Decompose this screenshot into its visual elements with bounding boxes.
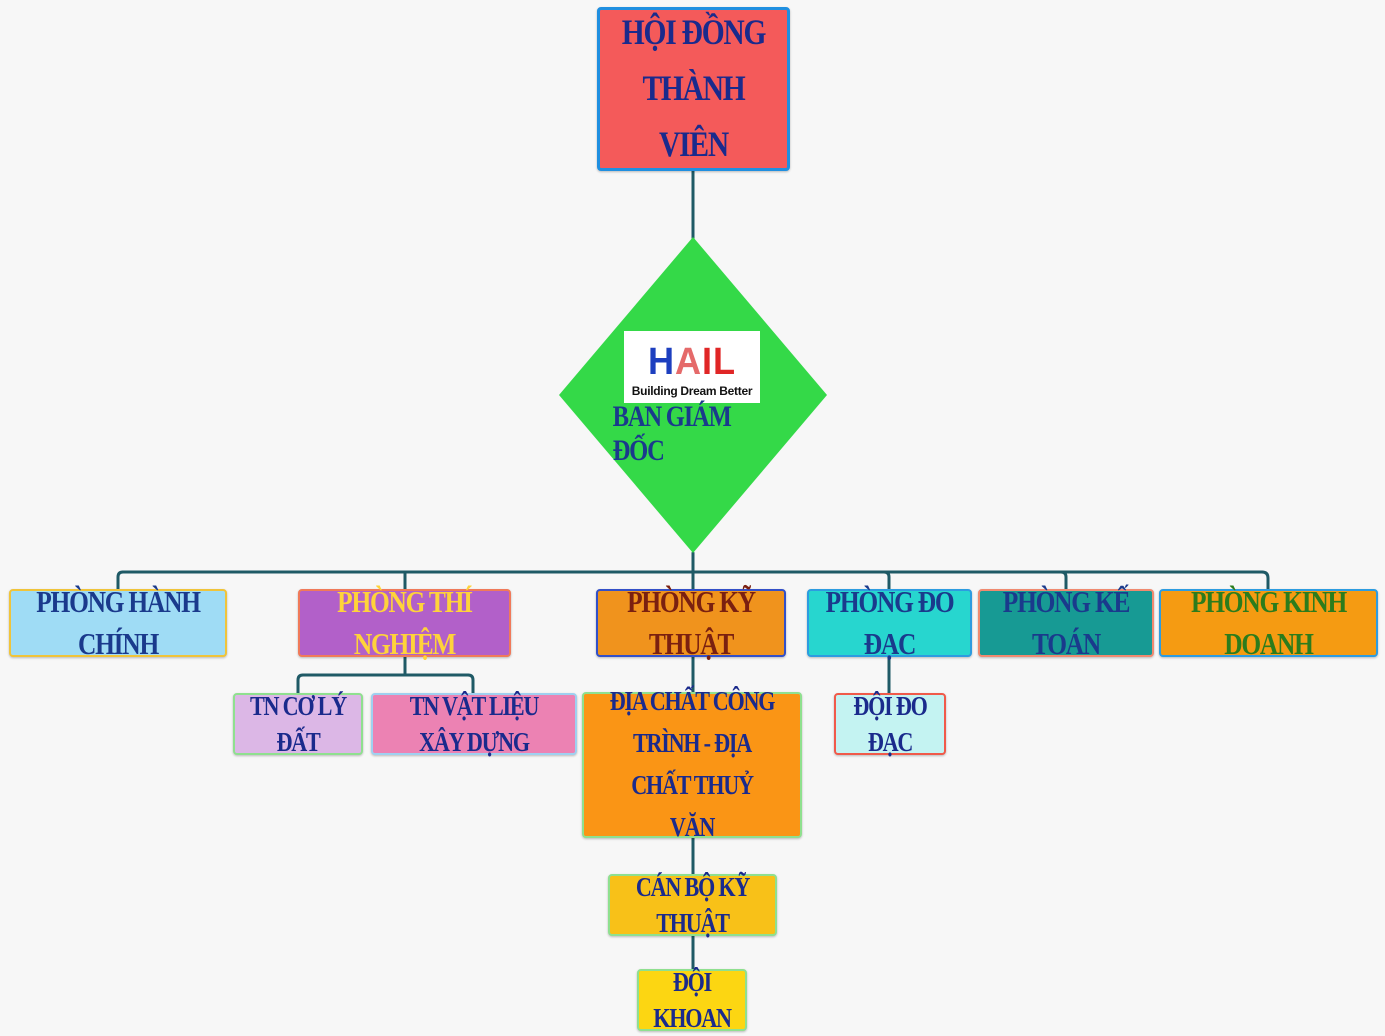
dept-phong-do-dac: PHÒNG ĐO ĐẠC xyxy=(807,584,972,661)
connector-tn-co-ly xyxy=(296,673,305,696)
unit-doi-khoan: ĐỘI KHOAN xyxy=(637,967,747,1033)
connector-do-dac xyxy=(882,570,891,592)
unit-tn-co-ly-dat: TN CƠ LÝ ĐẤT xyxy=(233,691,363,757)
dept-phong-thi-nghiem: PHÒNG THÍ NGHIỆM xyxy=(298,584,511,661)
unit-tn-vat-lieu-xay-dung: TN VẬT LIỆU XÂY DỰNG xyxy=(371,691,577,757)
logo-letters: HAIL xyxy=(647,341,737,383)
dept-phong-ky-thuat: PHÒNG KỸ THUẬT xyxy=(596,584,786,661)
dept-phong-kinh-doanh: PHÒNG KINH DOANH xyxy=(1159,584,1378,661)
dept-phong-hanh-chinh: PHÒNG HÀNH CHÍNH xyxy=(9,584,227,661)
dept-phong-ke-toan: PHÒNG KẾ TOÁN xyxy=(978,584,1154,661)
connector-kinh-doanh xyxy=(1260,570,1270,592)
node-hoi-dong-thanh-vien: HỘI ĐỒNG THÀNH VIÊN xyxy=(597,7,790,171)
connector-hanh-chinh xyxy=(116,570,125,592)
company-logo: HAIL Building Dream Better xyxy=(624,331,760,403)
connector-tn-vat-lieu xyxy=(466,673,475,696)
unit-can-bo-ky-thuat: CÁN BỘ KỸ THUẬT xyxy=(608,872,777,938)
ban-giam-doc-label: BAN GIÁM ĐỐC xyxy=(612,400,732,467)
unit-dia-chat: ĐỊA CHẤT CÔNG TRÌNH - ĐỊA CHẤT THUỶ VĂN xyxy=(582,686,802,842)
connector-ke-toan xyxy=(1059,570,1068,592)
node-label: HỘI ĐỒNG THÀNH VIÊN xyxy=(621,12,767,164)
unit-doi-do-dac: ĐỘI ĐO ĐẠC xyxy=(834,691,946,757)
logo-tagline: Building Dream Better xyxy=(631,384,753,398)
